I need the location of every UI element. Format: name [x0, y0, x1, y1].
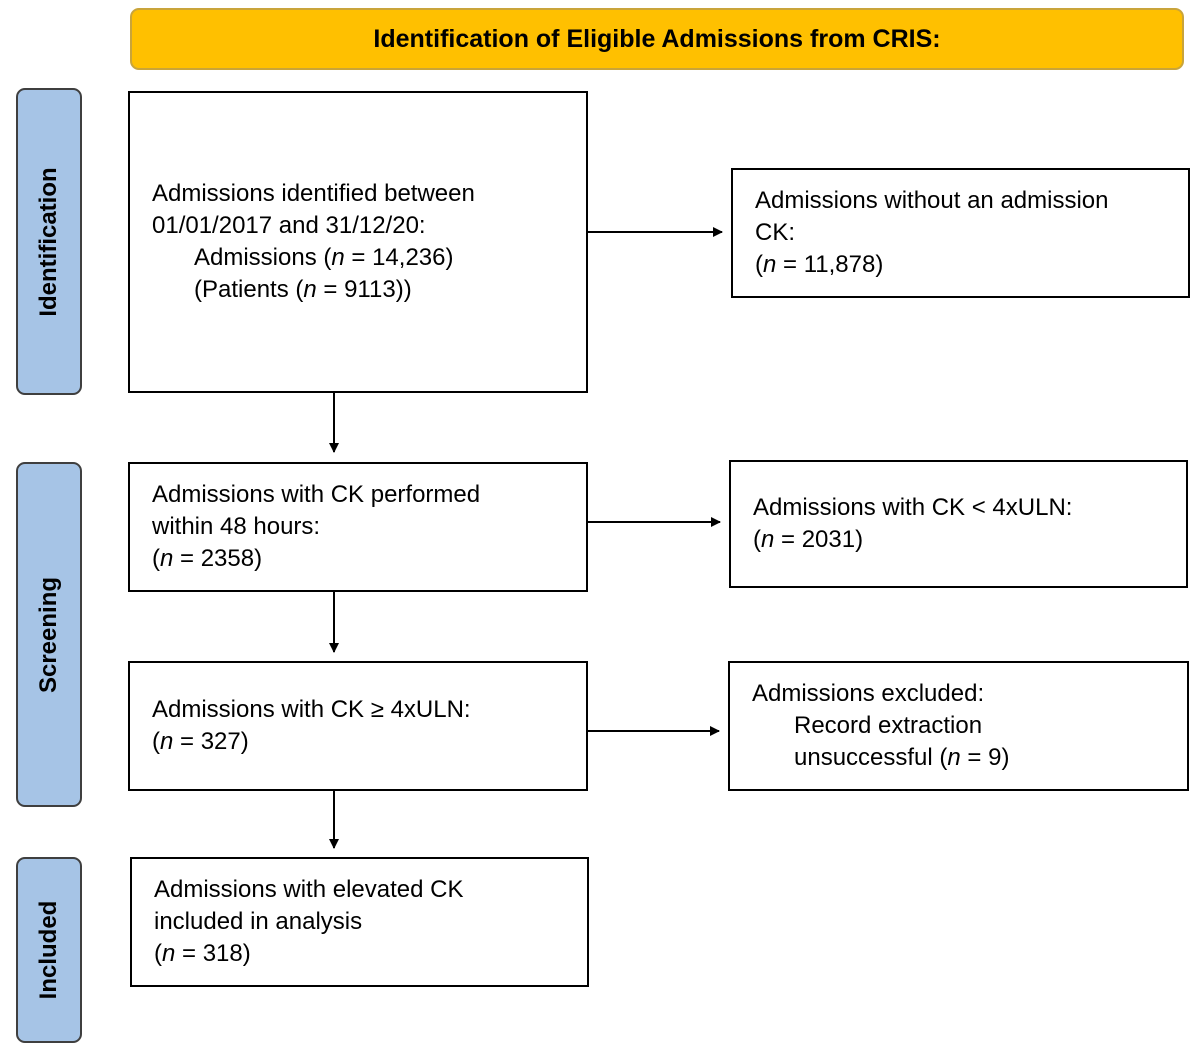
- excluded-line1: Admissions excluded:: [752, 680, 985, 707]
- box-ck-below-4xuln: Admissions with CK < 4xULN: (n = 2031): [729, 460, 1188, 588]
- ck-high-count: (n = 327): [152, 728, 249, 755]
- box-ck-above-4xuln: Admissions with CK ≥ 4xULN: (n = 327): [128, 661, 588, 791]
- included-line2: included in analysis: [154, 908, 363, 935]
- banner-title: Identification of Eligible Admissions fr…: [373, 24, 941, 53]
- excluded-line2: Record extraction: [794, 712, 983, 739]
- box-admissions-without-ck: Admissions without an admission CK: (n =…: [731, 168, 1190, 298]
- phase-screening: Screening: [16, 462, 82, 807]
- no-ck-line2: CK:: [755, 219, 796, 246]
- identified-admissions-count: Admissions (n = 14,236): [194, 244, 454, 271]
- box-ck-within-48h: Admissions with CK performed within 48 h…: [128, 462, 588, 592]
- included-count: (n = 318): [154, 940, 251, 967]
- ck-high-line1: Admissions with CK ≥ 4xULN:: [152, 696, 471, 723]
- no-ck-line1: Admissions without an admission: [755, 187, 1109, 214]
- phase-identification: Identification: [16, 88, 82, 395]
- phase-included: Included: [16, 857, 82, 1043]
- identified-patients-count: (Patients (n = 9113)): [194, 276, 412, 303]
- box-admissions-identified: Admissions identified between 01/01/2017…: [128, 91, 588, 393]
- ck-low-line1: Admissions with CK < 4xULN:: [753, 494, 1073, 521]
- identified-line2: 01/01/2017 and 31/12/20:: [152, 212, 426, 239]
- ck-48h-count: (n = 2358): [152, 545, 263, 572]
- title-banner: Identification of Eligible Admissions fr…: [130, 8, 1184, 70]
- ck-low-count: (n = 2031): [753, 526, 864, 553]
- ck-48h-line2: within 48 hours:: [152, 513, 321, 540]
- identified-line1: Admissions identified between: [152, 180, 475, 207]
- no-ck-count: (n = 11,878): [755, 251, 884, 278]
- included-line1: Admissions with elevated CK: [154, 876, 464, 903]
- ck-48h-line1: Admissions with CK performed: [152, 481, 481, 508]
- excluded-count: unsuccessful (n = 9): [794, 744, 1010, 771]
- box-admissions-excluded: Admissions excluded: Record extraction u…: [728, 661, 1189, 791]
- box-included-in-analysis: Admissions with elevated CK included in …: [130, 857, 589, 987]
